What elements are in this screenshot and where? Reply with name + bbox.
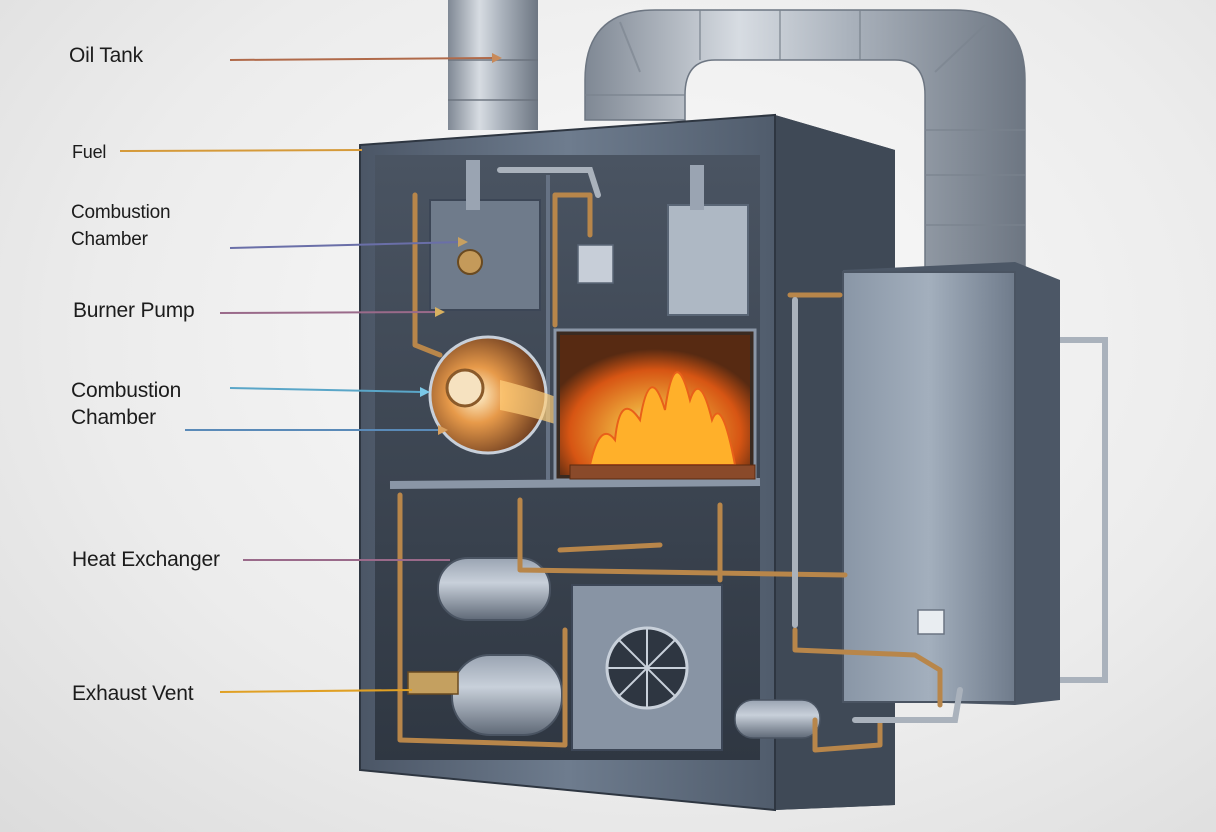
leader-burner-pump: [219, 311, 441, 314]
exhaust-ducts: [448, 0, 1026, 271]
leader-combustion-lower-a: [229, 387, 423, 393]
leader-exhaust-vent: [219, 689, 413, 693]
flame-icon: [588, 371, 737, 466]
side-heat-exchanger-unit: [842, 262, 1108, 705]
upper-components: [429, 160, 749, 316]
copper-pipes: [397, 192, 943, 753]
lower-components: [407, 557, 821, 751]
fire-chamber: [553, 328, 757, 482]
label-combustion-chamber-upper: Combustion Chamber: [71, 199, 171, 253]
label-heat-exchanger: Heat Exchanger: [72, 548, 220, 571]
label-burner-pump: Burner Pump: [73, 299, 195, 322]
leader-combustion-upper: [229, 241, 463, 249]
steel-pipes: [497, 167, 963, 723]
label-exhaust-vent: Exhaust Vent: [72, 682, 194, 705]
label-combustion-chamber-lower-line2: Chamber: [71, 406, 156, 429]
label-oil-tank: Oil Tank: [69, 44, 143, 67]
leader-fuel: [119, 149, 363, 152]
label-fuel: Fuel: [72, 142, 107, 162]
leader-lines: [119, 53, 502, 693]
label-combustion-chamber-lower-line1: Combustion: [71, 379, 182, 402]
label-combustion-chamber-upper-line1: Combustion: [71, 202, 171, 223]
leader-oil-tank: [229, 57, 493, 61]
label-combustion-chamber-upper-line2: Chamber: [71, 229, 148, 250]
label-combustion-chamber-lower: Combustion Chamber: [71, 377, 181, 431]
